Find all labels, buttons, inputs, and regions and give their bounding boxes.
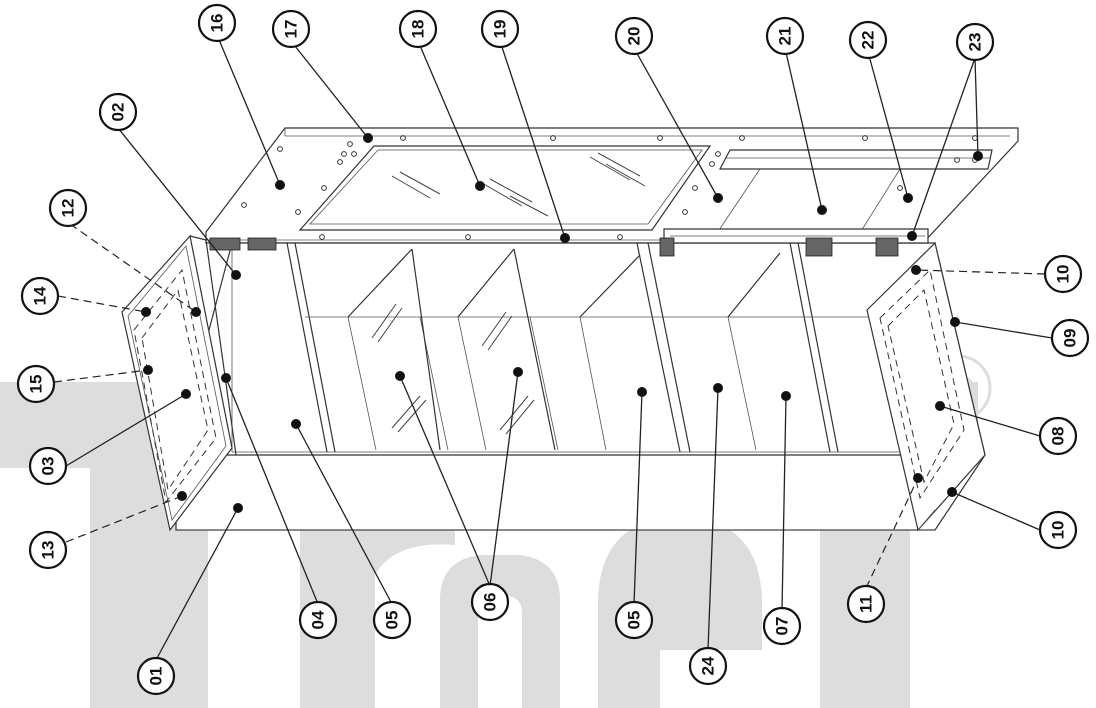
callout-20: 20 — [614, 16, 654, 56]
callout-05b-label: 05 — [625, 611, 644, 630]
callout-21: 21 — [765, 16, 805, 56]
callout-14-label: 14 — [31, 286, 50, 305]
callout-19-label: 19 — [491, 20, 510, 39]
callout-02: 02 — [98, 92, 138, 132]
callout-08-label: 08 — [1049, 427, 1068, 446]
callout-02-label: 02 — [109, 103, 128, 122]
shelf-lines — [305, 316, 870, 451]
callout-24-label: 24 — [699, 656, 718, 675]
callout-05b: 05 — [614, 600, 654, 640]
callout-19: 19 — [480, 9, 520, 49]
part-dots — [141, 133, 983, 513]
callout-18-label: 18 — [409, 20, 428, 39]
callout-03-label: 03 — [39, 457, 58, 476]
leader-lines — [53, 34, 1053, 661]
callout-09-label: 09 — [1061, 329, 1080, 348]
right-end-outline — [866, 241, 986, 532]
top-panel — [205, 127, 1019, 244]
callout-23: 23 — [955, 22, 995, 62]
callout-15-label: 15 — [27, 375, 46, 394]
callout-16: 16 — [197, 3, 237, 43]
callout-12: 12 — [48, 188, 88, 228]
cabinet-outline — [175, 242, 986, 531]
callout-12-label: 12 — [59, 199, 78, 218]
callout-20-label: 20 — [625, 27, 644, 46]
top-rail — [719, 149, 993, 170]
right-end-panel — [866, 241, 986, 532]
callout-05a-label: 05 — [383, 611, 402, 630]
callout-09: 09 — [1050, 318, 1090, 358]
callout-11: 11 — [846, 584, 886, 624]
callout-01: 01 — [136, 656, 176, 696]
callout-21-label: 21 — [776, 27, 795, 46]
callout-07: 07 — [762, 606, 802, 646]
callout-22: 22 — [848, 20, 888, 60]
callout-06-label: 06 — [481, 593, 500, 612]
callout-17-label: 17 — [282, 20, 301, 39]
top-panel-holes — [241, 135, 978, 240]
callout-10b-label: 10 — [1049, 521, 1068, 540]
glass-hatch — [391, 152, 646, 217]
callout-22-label: 22 — [859, 31, 878, 50]
callout-10b: 10 — [1038, 510, 1078, 550]
callout-24: 24 — [688, 646, 728, 686]
callout-07-label: 07 — [773, 617, 792, 636]
callout-18: 18 — [398, 9, 438, 49]
callout-13: 13 — [28, 530, 68, 570]
callout-15: 15 — [16, 364, 56, 404]
top-panel-outline — [205, 127, 1019, 244]
glass-window — [298, 145, 712, 231]
callout-08: 08 — [1038, 416, 1078, 456]
callout-04: 04 — [298, 600, 338, 640]
callout-01-label: 01 — [147, 667, 166, 686]
door-track — [659, 228, 929, 257]
cabinet-body — [175, 242, 986, 531]
partitions — [286, 242, 839, 453]
callout-05a: 05 — [372, 600, 412, 640]
callout-14: 14 — [20, 276, 60, 316]
callout-10a-label: 10 — [1054, 265, 1073, 284]
callout-13-label: 13 — [39, 541, 58, 560]
callout-06: 06 — [470, 582, 510, 622]
callout-17: 17 — [271, 9, 311, 49]
watermark-letter-u — [440, 555, 560, 708]
callout-23-label: 23 — [966, 33, 985, 52]
watermark-letter-e — [598, 515, 762, 708]
callout-04-label: 04 — [309, 610, 328, 629]
glass-dividers — [347, 248, 781, 451]
callout-16-label: 16 — [208, 14, 227, 33]
callout-03: 03 — [28, 446, 68, 486]
callout-11-label: 11 — [857, 595, 876, 613]
callout-10a: 10 — [1043, 254, 1083, 294]
